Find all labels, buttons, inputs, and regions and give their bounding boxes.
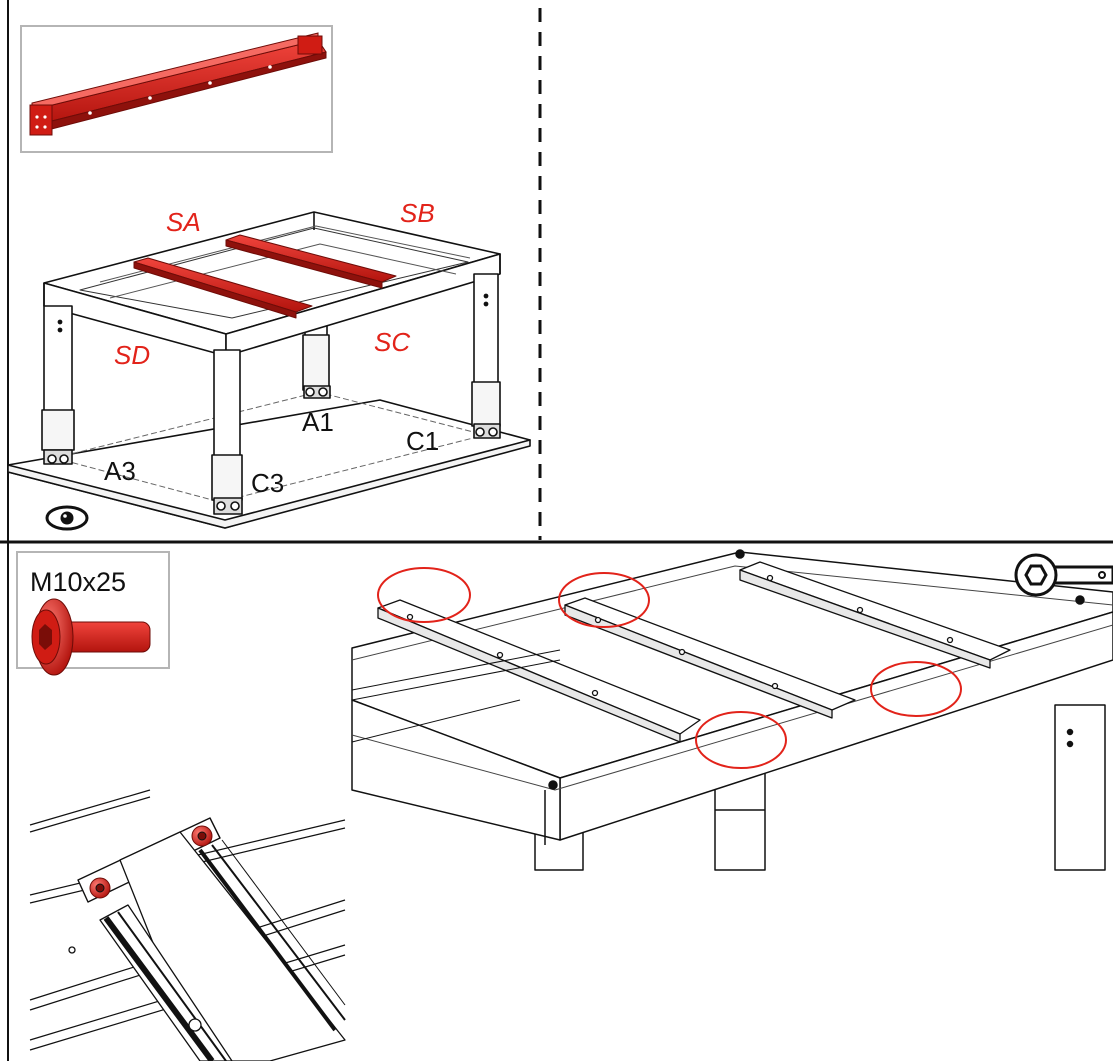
side-label-sb: SB [400, 198, 435, 228]
side-label-sc: SC [374, 327, 410, 357]
callout-circle-1 [377, 567, 471, 623]
highlighted-crossbars [133, 234, 397, 319]
callout-circle-3 [870, 661, 962, 717]
main-crossbars [351, 561, 1011, 743]
side-label-sd: SD [114, 340, 150, 370]
detail-beam [68, 831, 346, 1061]
hardware-box: M10x25 [16, 551, 170, 676]
wrench-icon [1014, 553, 1113, 597]
callout-circle-4 [695, 711, 787, 769]
detail-bolts [89, 825, 213, 899]
frame-overview [7, 211, 531, 529]
bolt-icon [31, 598, 151, 676]
callout-circle-2 [558, 572, 650, 628]
top-frame [43, 211, 501, 357]
leg-c3 [211, 349, 243, 515]
corner-label-a3: A3 [104, 456, 136, 486]
eye-icon [45, 505, 89, 531]
main-assembly-view [351, 549, 1113, 871]
part-thumbnail [20, 25, 333, 153]
base-plate [7, 391, 531, 529]
detail-zoom [29, 789, 346, 1061]
frame-overview-labels: SA SB SC SD A1 C1 A3 C3 [104, 198, 439, 498]
leg-c1 [471, 273, 501, 439]
leg-a3 [41, 305, 75, 465]
bolt-size-label: M10x25 [30, 567, 126, 597]
corner-label-c3: C3 [251, 468, 284, 498]
corner-label-c1: C1 [406, 426, 439, 456]
corner-label-a1: A1 [302, 407, 334, 437]
side-label-sa: SA [166, 207, 201, 237]
callout-circles [377, 567, 962, 769]
red-beam-part [29, 32, 327, 136]
